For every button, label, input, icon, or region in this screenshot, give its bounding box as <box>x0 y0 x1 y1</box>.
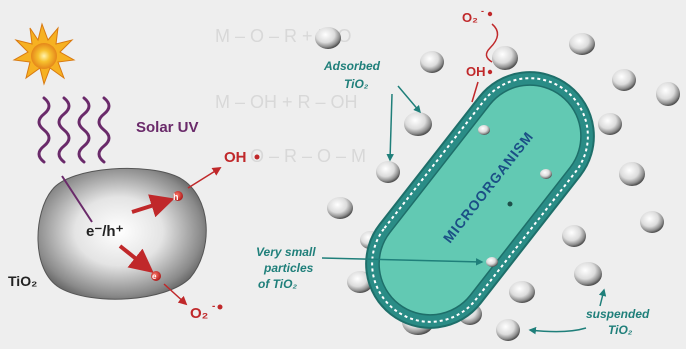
tio2-bubble <box>327 197 353 219</box>
small-particles-line3: of TiO₂ <box>258 277 297 291</box>
sun-icon <box>14 24 74 84</box>
solar-uv-label: Solar UV <box>136 119 199 136</box>
suspended-label-line2: TiO₂ <box>608 323 633 337</box>
tio2-bubble <box>509 281 535 303</box>
bg-text-2: M – OH + R – OH <box>215 92 358 112</box>
tio2-bubble <box>496 319 520 341</box>
bg-text-3: – O – R – O – M <box>235 146 366 166</box>
background-watermark-text: M – O – R + H₂O M – OH + R – OH – O – R … <box>215 26 366 166</box>
small-particles-line1: Very small <box>256 245 316 259</box>
tio2-bubble <box>569 33 595 55</box>
superoxide-label: O₂ <box>190 305 208 322</box>
tio2-bubble <box>619 162 645 186</box>
tio2-bubble <box>656 82 680 106</box>
tio2-bubble <box>574 262 602 286</box>
top-oh-dot <box>488 70 492 74</box>
tio2-bubble <box>598 113 622 135</box>
suspended-arrow-1 <box>530 328 586 332</box>
top-superoxide-dot <box>488 12 492 16</box>
tio2-label: TiO₂ <box>8 273 37 289</box>
tio2-bubble <box>612 69 636 91</box>
superoxide-charge: - <box>212 301 215 312</box>
electron-symbol: e <box>152 272 157 281</box>
suspended-arrow-2 <box>600 290 604 306</box>
adsorbed-label-line1: Adsorbed <box>323 59 381 73</box>
tio2-bubble <box>315 27 341 49</box>
tio2-bubble <box>404 112 432 136</box>
oh-radical-label: OH <box>224 149 247 166</box>
adsorbed-arrow-1 <box>398 86 420 112</box>
tio2-bubble <box>420 51 444 73</box>
tio2-bubble <box>492 46 518 70</box>
oh-arrow <box>188 168 220 188</box>
uv-waves-icon <box>39 98 109 162</box>
superoxide-dot <box>218 305 223 310</box>
adsorbed-arrow-2 <box>390 94 392 160</box>
top-oh-label: OH <box>466 64 486 79</box>
cell-nucleus-dot <box>508 202 513 207</box>
top-superoxide-charge: - <box>481 6 484 16</box>
hole-symbol: h <box>173 192 179 202</box>
small-particles-line2: particles <box>263 261 314 275</box>
oh-radical-dot <box>255 155 260 160</box>
adsorbed-label-line2: TiO₂ <box>344 77 369 91</box>
tio2-bubble <box>562 225 586 247</box>
tio2-bubble <box>640 211 664 233</box>
electron-hole-label: e⁻/h⁺ <box>86 223 124 240</box>
tio2-bubble <box>376 161 400 183</box>
suspended-label-line1: suspended <box>586 307 650 321</box>
top-superoxide-label: O₂ <box>462 10 478 25</box>
